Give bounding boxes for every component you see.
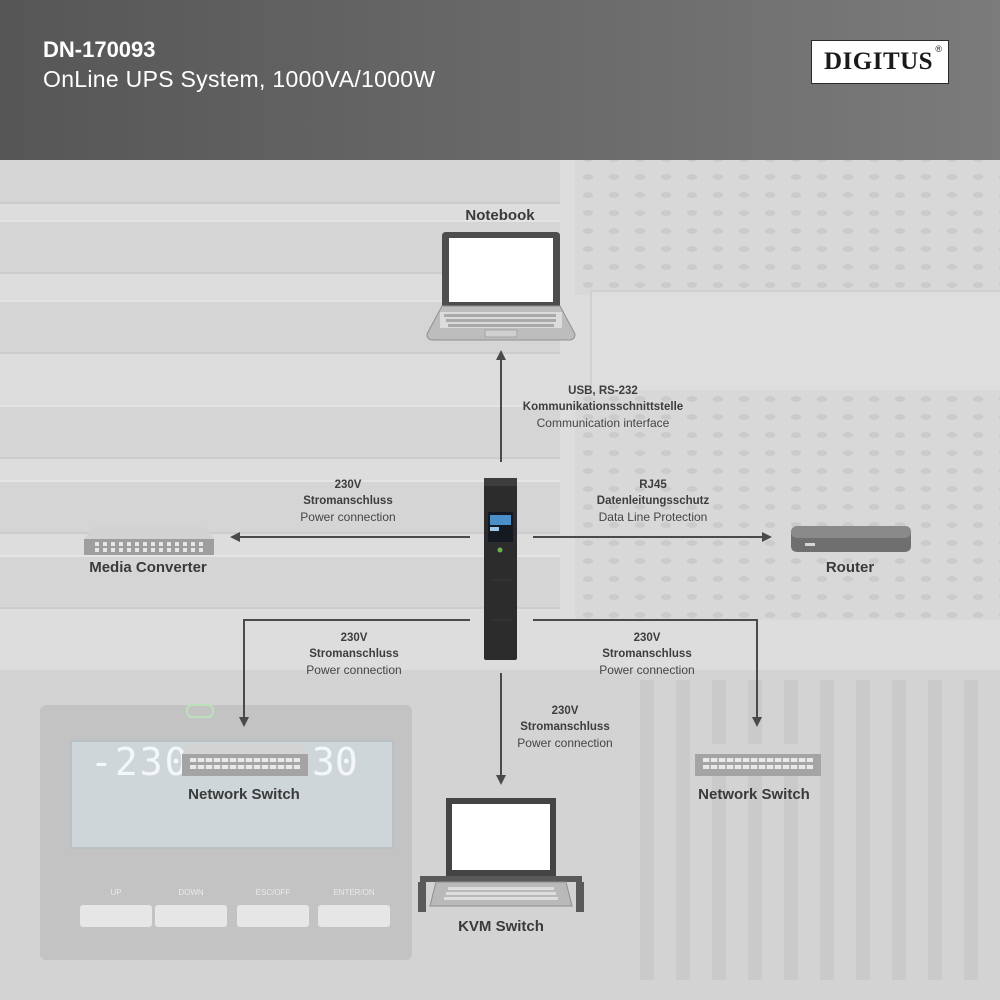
label-network-switch-left: Network Switch [188, 786, 300, 803]
connection-label-power-bottom-left: 230V Stromanschluss Power connection [274, 630, 434, 678]
label-network-switch-right: Network Switch [698, 786, 810, 803]
label-notebook: Notebook [465, 207, 535, 224]
connection-power-bottom-voltage: 230V [551, 705, 579, 717]
connection-power-bottom-right-de: Stromanschluss [602, 648, 692, 660]
connection-label-data-line: RJ45 Datenleitungsschutz Data Line Prote… [573, 477, 733, 525]
ups-tower-icon [484, 478, 517, 660]
arrow-to-network-switch-right [533, 619, 762, 727]
network-switch-right-icon [695, 744, 821, 776]
connection-label-power-bottom: 230V Stromanschluss Power connection [485, 703, 645, 751]
label-media-converter: Media Converter [89, 559, 207, 576]
brand-logo-text: DIGITUS [824, 48, 934, 75]
background-drive-slot [590, 290, 1000, 394]
background-button-enter [318, 905, 390, 927]
connection-label-power-bottom-right: 230V Stromanschluss Power connection [567, 630, 727, 678]
connection-power-left-en: Power connection [300, 510, 396, 524]
background-vents [640, 680, 1000, 980]
connection-label-power-left: 230V Stromanschluss Power connection [268, 477, 428, 525]
connection-data-line-de: Datenleitungsschutz [596, 495, 710, 507]
background-button-esc [237, 905, 309, 927]
background-vent-grid-top [575, 150, 1000, 295]
background-button-down [155, 905, 227, 927]
connection-power-bottom-de: Stromanschluss [520, 721, 610, 733]
brand-logo: DIGITUS ® [811, 40, 949, 84]
header-band: DN-170093 OnLine UPS System, 1000VA/1000… [0, 0, 1000, 160]
background-lcd-value-left: -230 [90, 740, 190, 784]
background-power-led [186, 704, 214, 718]
connection-power-bottom-left-de: Stromanschluss [309, 648, 399, 660]
connection-data-line-en: Data Line Protection [598, 510, 708, 524]
connection-power-bottom-en: Power connection [517, 736, 613, 750]
connection-communication-type: USB, RS-232 [568, 385, 638, 397]
connection-label-communication: USB, RS-232 Kommunikationsschnittstelle … [503, 383, 703, 431]
background-button-label-enter: ENTER/ON [333, 888, 375, 897]
background-button-label-down: DOWN [178, 888, 204, 897]
background-lcd-value-right: 30 [312, 740, 358, 784]
notebook-icon [426, 232, 576, 341]
connection-power-bottom-right-voltage: 230V [633, 632, 661, 644]
connection-power-bottom-right-en: Power connection [599, 663, 695, 677]
label-kvm-switch: KVM Switch [458, 918, 544, 935]
background-button-label-esc: ESC/OFF [255, 888, 291, 897]
brand-registered-mark: ® [935, 44, 942, 54]
router-icon [791, 526, 911, 552]
label-router: Router [825, 559, 875, 576]
connection-power-bottom-left-en: Power connection [306, 663, 402, 677]
connection-communication-en: Communication interface [536, 416, 670, 430]
model-number: DN-170093 [43, 37, 156, 62]
connection-data-line-type: RJ45 [639, 479, 667, 491]
connection-power-left-voltage: 230V [334, 479, 362, 491]
background-button-label-up: UP [110, 888, 122, 897]
product-subtitle: OnLine UPS System, 1000VA/1000W [43, 66, 436, 92]
media-converter-icon [84, 527, 214, 555]
network-switch-left-icon [182, 744, 308, 776]
connection-power-bottom-left-voltage: 230V [340, 632, 368, 644]
kvm-switch-icon [418, 798, 584, 912]
connection-communication-de: Kommunikationsschnittstelle [522, 401, 684, 413]
background-vent-grid-mid [575, 390, 1000, 620]
background-button-up [80, 905, 152, 927]
connection-power-left-de: Stromanschluss [303, 495, 393, 507]
arrow-to-network-switch-left [239, 619, 470, 727]
